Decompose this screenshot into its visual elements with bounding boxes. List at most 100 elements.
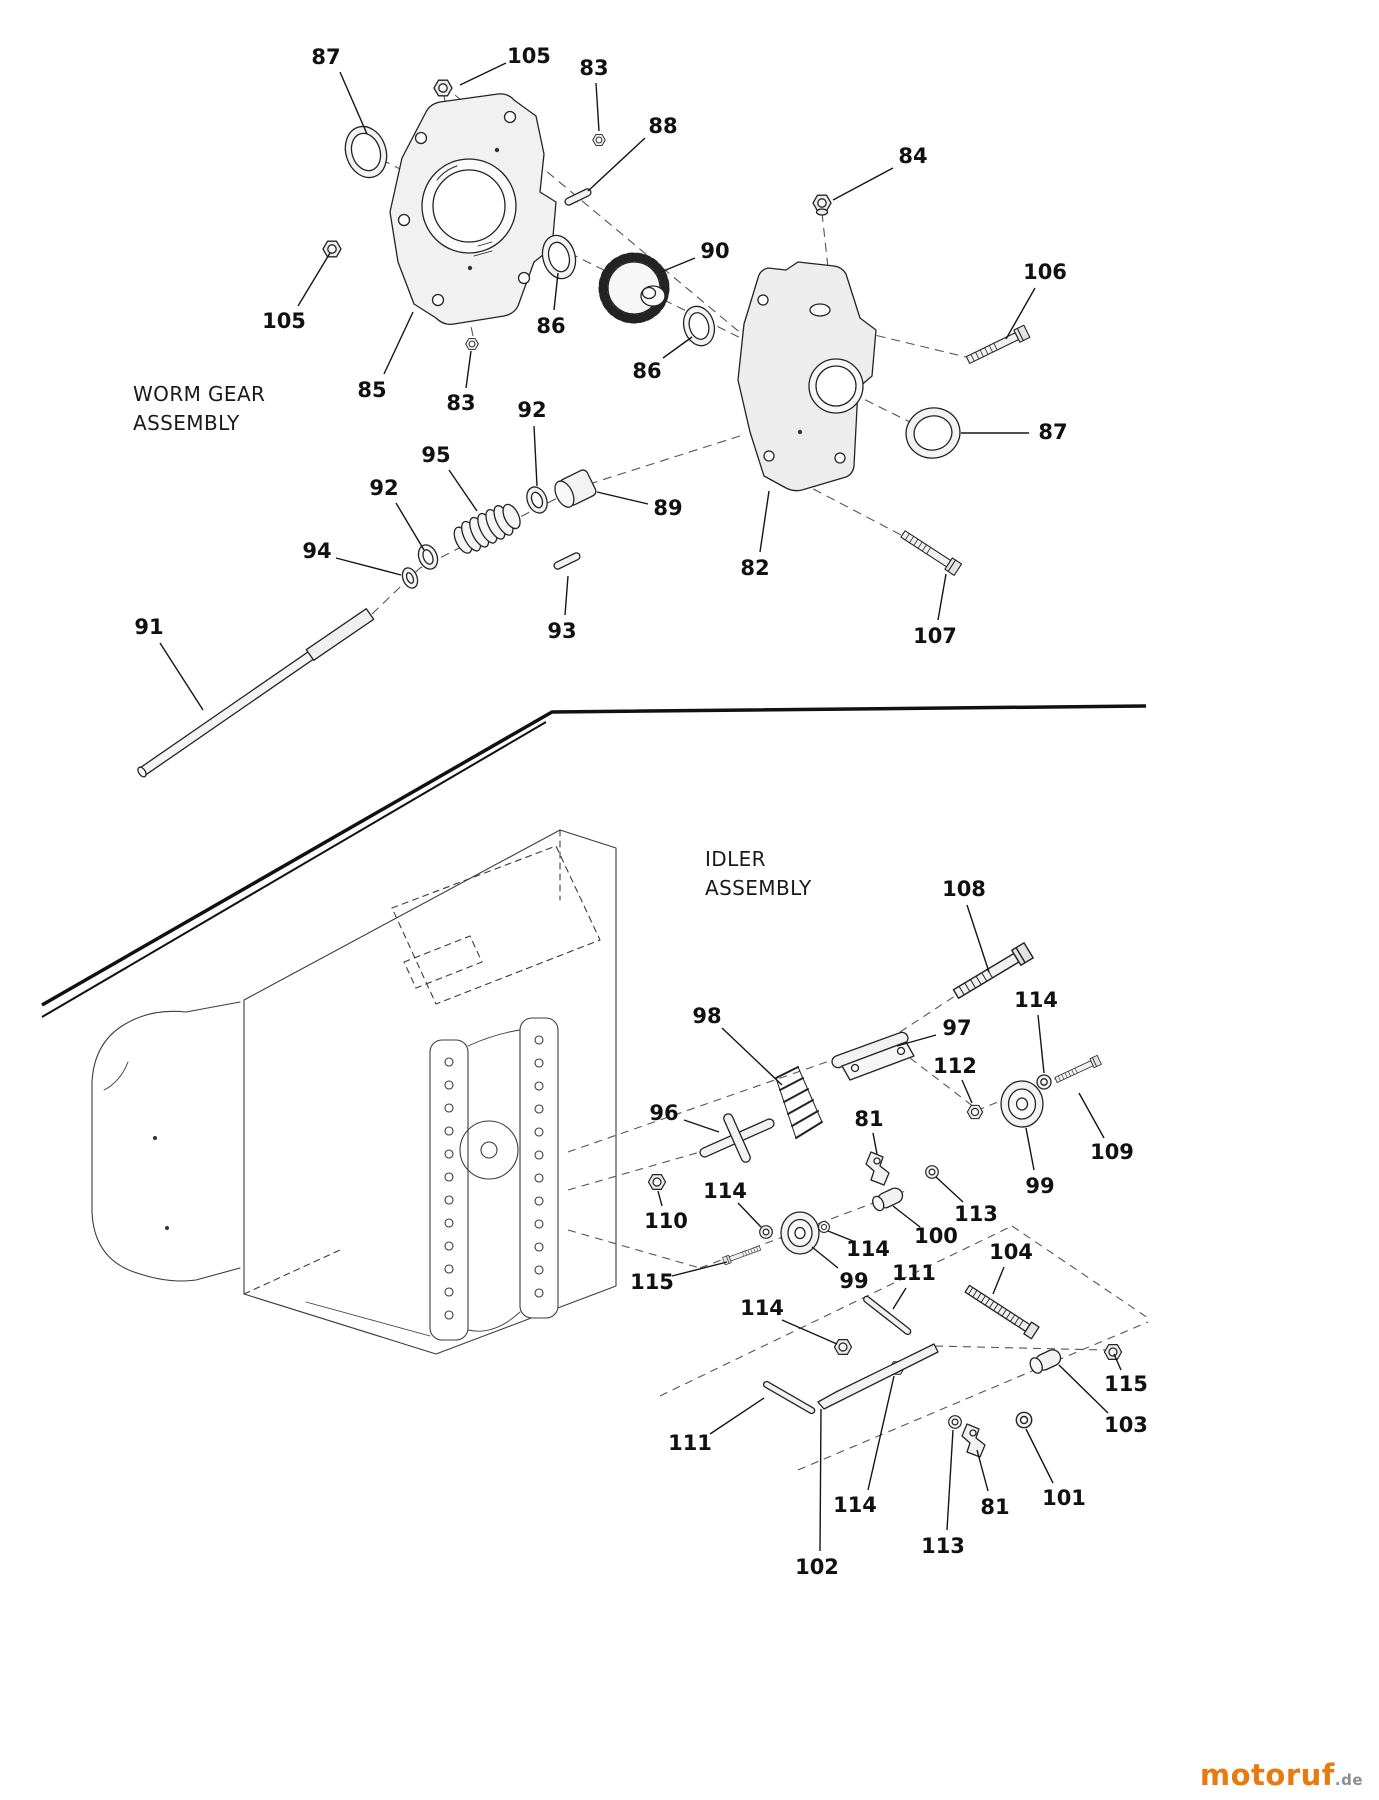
leader-line-103-43 [1058,1364,1109,1414]
ring-92-left [417,544,439,570]
worm-gear-assembly-title-line1: WORM GEAR [133,382,266,406]
leader-line-101-44 [1025,1428,1054,1484]
idler-assembly-title-line1: IDLER [705,847,766,871]
bearing-86-left [541,234,577,280]
leader-lines [159,62,1122,1552]
shaft-91 [137,608,375,778]
worm-gear-assembly-title-line2: ASSEMBLY [133,411,240,435]
link-81-bottom [961,1423,986,1458]
leader-line-105-7 [297,252,331,307]
leader-line-83-2 [595,82,600,132]
rod-111-lower [762,1380,816,1415]
leader-line-114-46 [867,1375,895,1491]
watermark-brand: motoruf [1199,1758,1335,1792]
rod-102 [817,1343,939,1410]
pin-88 [564,188,592,206]
worm-gear-assembly-drawing [137,79,1031,778]
leader-line-92-12 [533,425,538,487]
washer-114-c [818,1221,830,1233]
leader-line-84-4 [832,167,894,201]
leader-line-102-48 [819,1408,822,1552]
frame-outline [91,829,617,1355]
link-81-top [865,1151,890,1186]
nut-115-right [1103,1343,1123,1361]
leader-line-91-21 [159,642,204,711]
housing-plate-85 [389,93,557,326]
leader-line-107-19 [937,573,947,621]
leader-line-106-5 [1005,287,1036,340]
rod-111-upper [863,1295,912,1336]
leader-line-94-16 [335,557,402,576]
leader-line-96-27 [683,1119,720,1133]
washer-94 [401,567,419,589]
leader-line-82-17 [759,490,770,553]
threaded-rod-104 [964,1284,1040,1340]
bushing-89 [554,469,597,508]
bolt-83-top [592,134,606,146]
idler-assembly-title: IDLER ASSEMBLY [705,845,812,903]
leader-line-87-0 [339,71,368,135]
leader-line-85-10 [383,311,414,375]
worm-gear-assembly-title: WORM GEAR ASSEMBLY [133,380,265,438]
bevel-gear-90 [598,252,670,324]
leader-line-112-25 [961,1079,973,1104]
leader-line-114-23 [1037,1014,1045,1074]
nut-112 [966,1104,984,1120]
key-93 [553,552,581,570]
ring-92-right [526,486,548,514]
washer-113-top [925,1165,939,1179]
leader-line-92-14 [395,502,425,551]
leader-line-115-36 [671,1261,728,1277]
washer-114-b [759,1225,773,1239]
bolt-106 [964,324,1031,367]
section-divider [41,704,1147,1018]
mounting-holes [444,1035,544,1320]
leader-line-100-33 [892,1205,921,1228]
leader-line-89-15 [596,491,649,505]
leader-line-111-38 [892,1287,907,1310]
leader-line-88-3 [587,137,646,192]
watermark: motoruf.de [1200,1758,1363,1792]
bolt-108 [950,942,1034,1003]
leader-line-115-42 [1113,1353,1122,1371]
spacer-100 [872,1187,904,1212]
nut-105-left [322,240,342,258]
leader-line-86-8 [553,272,559,311]
leader-line-104-39 [992,1266,1005,1295]
leader-line-86-9 [662,336,693,359]
nut-84-flange [815,208,829,216]
cross-shaft-96 [699,1113,775,1163]
seal-87-left [344,125,388,179]
leader-line-109-29 [1078,1092,1105,1139]
watermark-tld: .de [1334,1771,1363,1789]
washer-114-a [1036,1074,1052,1090]
idler-arm-97 [831,1031,915,1081]
leader-line-113-47 [946,1429,954,1531]
idler-assembly-drawing [647,942,1123,1458]
leader-line-114-32 [737,1202,762,1228]
nut-105-top [433,79,453,97]
leader-line-99-30 [1025,1127,1035,1171]
leader-line-108-22 [966,904,990,973]
leader-line-110-31 [657,1190,663,1207]
housing-plate-82 [737,261,877,492]
spring-98 [775,1066,823,1139]
leader-line-99-35 [811,1246,839,1269]
leader-line-90-6 [660,257,696,273]
bolt-83-mid [465,338,479,350]
leader-line-83-11 [465,350,472,389]
washer-113-bottom [948,1415,962,1429]
worm-95 [453,503,521,554]
nut-110 [647,1173,667,1191]
pulley-99-left [780,1211,820,1255]
bolt-115-left [722,1243,762,1266]
bolt-107 [898,527,963,576]
leader-line-97-24 [896,1034,937,1047]
idler-assembly-title-line2: ASSEMBLY [705,876,812,900]
bolt-109 [1053,1054,1102,1085]
seal-87-right [905,407,961,459]
leader-line-93-20 [564,575,569,616]
pulley-99-right [1000,1080,1044,1128]
leader-line-114-37 [827,1230,854,1242]
